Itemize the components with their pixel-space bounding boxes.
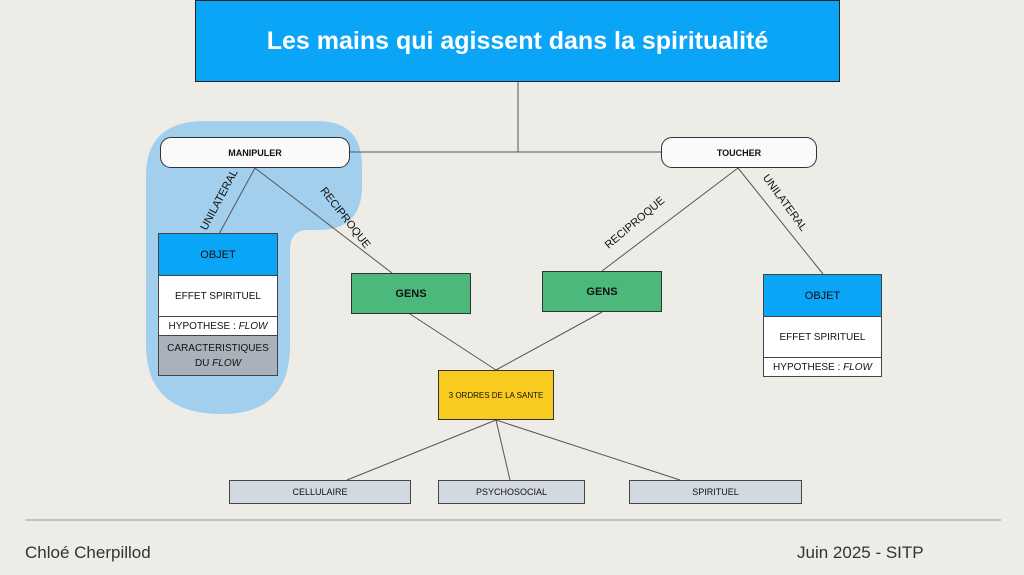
node-cellulaire: CELLULAIRE xyxy=(229,480,411,504)
edge-manipuler-objet xyxy=(218,167,256,235)
footer-date: Juin 2025 - SITP xyxy=(797,543,924,562)
objet-right-effet: EFFET SPIRITUEL xyxy=(764,316,881,357)
node-psychosocial: PSYCHOSOCIAL xyxy=(438,480,585,504)
edge-sante-cellulaire xyxy=(346,419,497,481)
objet-left-carac-prefix: DU xyxy=(194,357,213,369)
objet-right-hypothese-prefix: HYPOTHESE : xyxy=(773,361,844,373)
node-3-ordres-sante: 3 ORDRES DE LA SANTE xyxy=(438,370,554,420)
diagram-title: Les mains qui agissent dans la spiritual… xyxy=(195,0,840,82)
objet-left-hypothese: HYPOTHESE : FLOW xyxy=(159,316,277,335)
node-toucher: TOUCHER xyxy=(661,137,817,168)
objet-left-carac-value: FLOW xyxy=(212,357,242,369)
objet-left-hypothese-prefix: HYPOTHESE : xyxy=(168,320,239,332)
edge-gens-right-sante xyxy=(495,311,603,371)
edge-manipuler-gens xyxy=(254,167,393,274)
edge-sante-spirituel xyxy=(495,419,681,481)
edge-gens-left-sante xyxy=(409,313,497,371)
node-manipuler: MANIPULER xyxy=(160,137,350,168)
edge-toucher-objet xyxy=(737,167,824,275)
objet-left-header: OBJET xyxy=(159,234,277,275)
objet-left-carac-line1: CARACTERISTIQUES xyxy=(167,342,269,354)
node-spirituel: SPIRITUEL xyxy=(629,480,802,504)
objet-right-hypothese: HYPOTHESE : FLOW xyxy=(764,357,881,376)
node-gens-left: GENS xyxy=(351,273,471,314)
objet-left-effet: EFFET SPIRITUEL xyxy=(159,275,277,316)
objet-right-header: OBJET xyxy=(764,275,881,316)
objet-left-caracteristiques: CARACTERISTIQUES DU FLOW xyxy=(159,335,277,375)
objet-left-stack: OBJET EFFET SPIRITUEL HYPOTHESE : FLOW C… xyxy=(158,233,278,376)
edge-toucher-gens xyxy=(601,167,739,272)
objet-left-hypothese-value: FLOW xyxy=(238,320,268,332)
objet-right-stack: OBJET EFFET SPIRITUEL HYPOTHESE : FLOW xyxy=(763,274,882,377)
edge-sante-psychosocial xyxy=(495,419,511,481)
node-gens-right: GENS xyxy=(542,271,662,312)
objet-left-carac-line2: DU FLOW xyxy=(195,356,241,371)
objet-right-hypothese-value: FLOW xyxy=(843,361,872,373)
footer-author: Chloé Cherpillod xyxy=(25,543,151,562)
